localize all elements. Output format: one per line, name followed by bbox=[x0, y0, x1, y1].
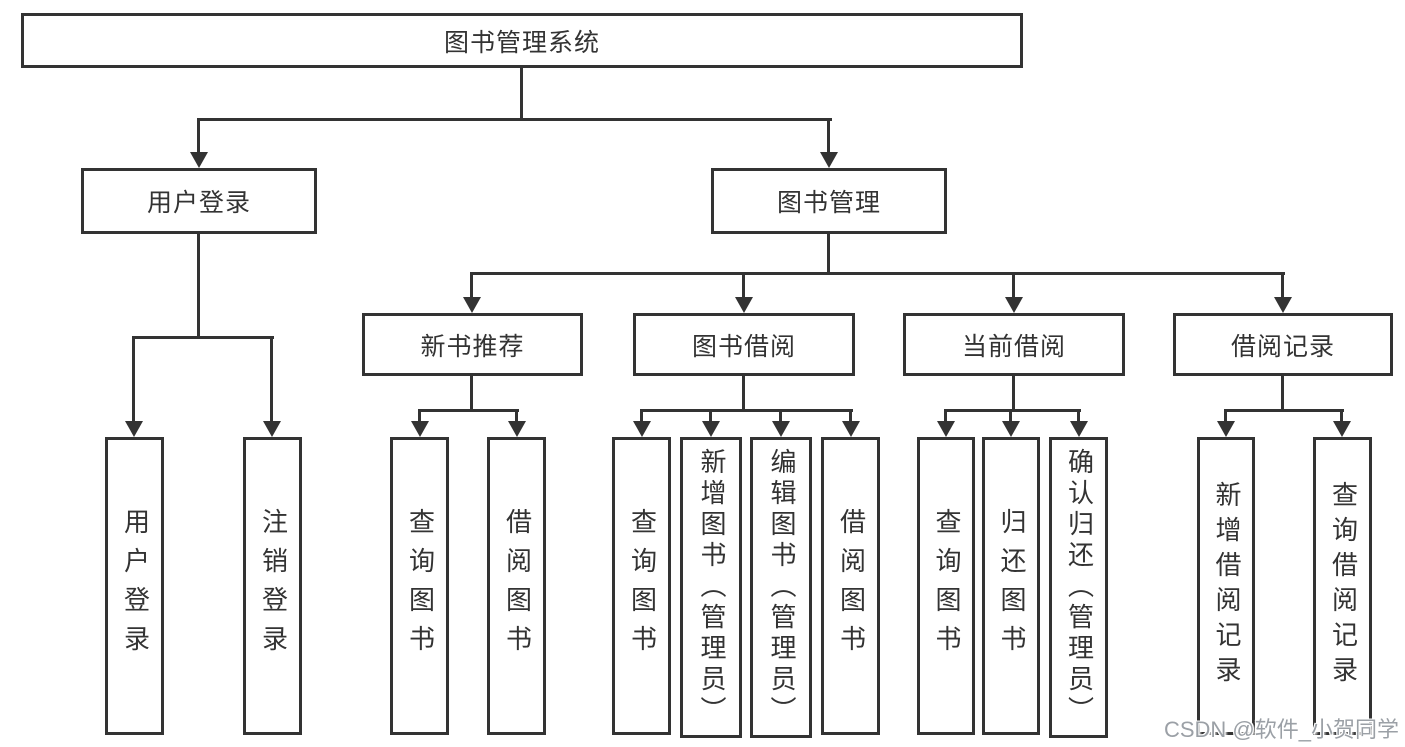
node-leaf-logout: 注销登录 bbox=[243, 437, 302, 735]
csdn-watermark: CSDN @软件_小贺同学 bbox=[1163, 717, 1399, 742]
node-library-management-system: 图书管理系统 bbox=[21, 13, 1023, 68]
connector-new-book-stem bbox=[470, 376, 473, 412]
node-leaf-bb-borrow-books: 借阅图书 bbox=[821, 437, 880, 735]
arrow-to-bb-edit bbox=[779, 409, 782, 421]
connector-new-book-hline bbox=[419, 409, 519, 412]
arrow-to-new-book-recommend bbox=[470, 272, 473, 297]
node-leaf-nb-query-books: 查询图书 bbox=[390, 437, 449, 735]
node-leaf-br-add-record: 新增借阅记录 bbox=[1197, 437, 1255, 735]
node-label: 新增图书（管理员） bbox=[696, 448, 727, 727]
node-label: 注销登录 bbox=[258, 508, 289, 664]
node-label: 图书借阅 bbox=[691, 332, 796, 361]
arrow-to-user-login bbox=[197, 118, 200, 152]
node-leaf-cb-confirm-return-admin: 确认归还（管理员） bbox=[1049, 437, 1108, 738]
connector-user-login-hline bbox=[133, 336, 274, 339]
arrow-to-bb-query bbox=[640, 409, 643, 421]
node-label: 查询图书 bbox=[931, 508, 962, 664]
connector-user-login-stem bbox=[197, 234, 200, 339]
node-leaf-bb-edit-book-admin: 编辑图书（管理员） bbox=[750, 437, 812, 738]
node-label: 查询借阅记录 bbox=[1328, 481, 1359, 691]
arrow-to-cb-confirm bbox=[1077, 409, 1080, 421]
connector-root-hline bbox=[198, 118, 832, 121]
node-label: 当前借阅 bbox=[961, 332, 1066, 361]
node-leaf-user-login: 用户登录 bbox=[105, 437, 164, 735]
node-label: 查询图书 bbox=[627, 508, 658, 664]
connector-book-management-stem bbox=[827, 234, 830, 275]
node-leaf-cb-return-book: 归还图书 bbox=[982, 437, 1040, 735]
node-borrow-records: 借阅记录 bbox=[1173, 313, 1393, 376]
connector-root-stem bbox=[520, 68, 523, 121]
connector-borrow-records-hline bbox=[1225, 409, 1344, 412]
node-current-borrow: 当前借阅 bbox=[903, 313, 1125, 376]
node-leaf-cb-query-books: 查询图书 bbox=[917, 437, 975, 735]
node-label: 图书管理 bbox=[776, 189, 881, 217]
arrow-to-cb-query bbox=[944, 409, 947, 421]
connector-book-management-hline bbox=[471, 272, 1285, 275]
node-book-management: 图书管理 bbox=[711, 168, 947, 234]
node-label: 图书管理系统 bbox=[443, 28, 600, 57]
node-new-book-recommend: 新书推荐 bbox=[362, 313, 583, 376]
arrow-to-login-leaf bbox=[132, 336, 135, 421]
arrow-to-logout-leaf bbox=[270, 336, 273, 421]
connector-borrow-records-stem bbox=[1281, 376, 1284, 412]
arrow-to-borrow-records bbox=[1281, 272, 1284, 297]
arrow-to-br-add bbox=[1224, 409, 1227, 421]
node-leaf-nb-borrow-books: 借阅图书 bbox=[487, 437, 546, 735]
node-label: 借阅图书 bbox=[502, 508, 533, 664]
node-label: 用户登录 bbox=[146, 189, 251, 217]
node-book-borrow: 图书借阅 bbox=[633, 313, 855, 376]
arrow-to-nb-borrow bbox=[515, 409, 518, 421]
node-label: 新书推荐 bbox=[420, 332, 525, 361]
node-leaf-br-query-record: 查询借阅记录 bbox=[1313, 437, 1372, 735]
connector-current-borrow-stem bbox=[1012, 376, 1015, 412]
connector-book-borrow-stem bbox=[742, 376, 745, 412]
node-label: 借阅图书 bbox=[836, 508, 867, 664]
node-label: 编辑图书（管理员） bbox=[766, 448, 797, 727]
node-label: 借阅记录 bbox=[1230, 332, 1335, 361]
node-label: 新增借阅记录 bbox=[1211, 481, 1242, 691]
arrow-to-bb-add bbox=[709, 409, 712, 421]
arrow-to-cb-return bbox=[1009, 409, 1012, 421]
node-label: 确认归还（管理员） bbox=[1064, 448, 1095, 727]
node-leaf-bb-query-books: 查询图书 bbox=[612, 437, 671, 735]
arrow-to-bb-borrow bbox=[849, 409, 852, 421]
arrow-to-nb-query bbox=[418, 409, 421, 421]
node-label: 用户登录 bbox=[120, 508, 151, 664]
node-label: 查询图书 bbox=[405, 508, 436, 664]
node-label: 归还图书 bbox=[996, 508, 1027, 664]
connector-current-borrow-hline bbox=[945, 409, 1081, 412]
arrow-to-book-management bbox=[827, 118, 830, 152]
arrow-to-book-borrow bbox=[742, 272, 745, 297]
node-user-login: 用户登录 bbox=[81, 168, 317, 234]
connector-book-borrow-hline bbox=[641, 409, 853, 412]
node-leaf-bb-add-book-admin: 新增图书（管理员） bbox=[680, 437, 742, 738]
arrow-to-br-query bbox=[1340, 409, 1343, 421]
arrow-to-current-borrow bbox=[1012, 272, 1015, 297]
